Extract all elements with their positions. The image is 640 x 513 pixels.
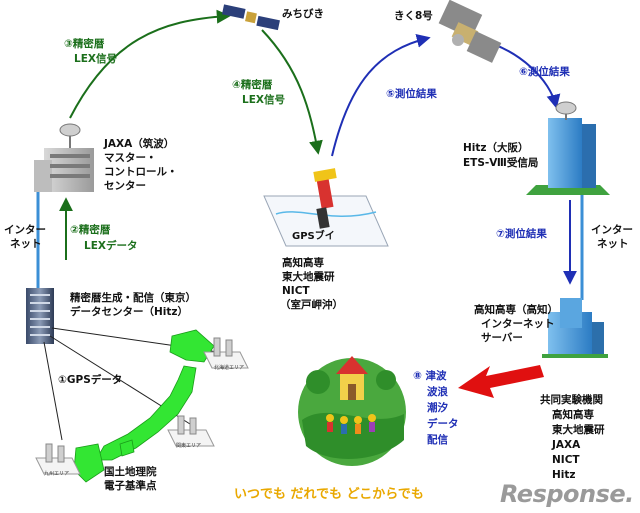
partners-heading: 共同実験機関 — [540, 394, 603, 406]
hitz-osaka-label-line1: Hitz（大阪） — [463, 142, 529, 154]
line-datacenter-kyushu — [43, 341, 63, 441]
partner-3: JAXA — [552, 439, 581, 451]
jaxa-label-line2: マスター・ — [104, 152, 157, 164]
internet-left-label-line1: インター — [4, 224, 46, 236]
step5-label: ⑤測位結果 — [386, 88, 437, 100]
michibiki-satellite-icon — [221, 4, 280, 31]
jaxa-label-line1: JAXA（筑波） — [104, 138, 175, 150]
step1-label: ①GPSデータ — [58, 374, 123, 386]
kochi-server-label-line1: 高知高専（高知） — [474, 304, 558, 316]
step4-label-line2: LEX信号 — [242, 94, 285, 106]
step8-label-tide: 潮汐 — [427, 402, 448, 414]
hitz-osaka-label-line2: ETS-Ⅷ受信局 — [463, 157, 539, 169]
slogan: いつでも だれでも どこからでも — [234, 487, 424, 502]
michibiki-label: みちびき — [282, 8, 324, 20]
jaxa-building-icon — [34, 123, 94, 192]
step8-label-data: データ — [427, 418, 459, 430]
reference-station-hokkaido-icon — [203, 337, 249, 369]
step6-label: ⑥測位結果 — [519, 66, 570, 78]
internet-right-label-line2: ネット — [597, 238, 629, 250]
reference-station-kyushu-icon — [35, 443, 81, 475]
step8-label-delivery: 配信 — [427, 434, 448, 446]
gps-buoy-label: GPSブイ — [292, 231, 335, 242]
partner-2: 東大地震研 — [552, 424, 605, 436]
buoy-org-line2: 東大地震研 — [282, 271, 335, 283]
step8-label-wave: 波浪 — [427, 386, 448, 398]
partner-4: NICT — [552, 454, 580, 466]
arrow-step8-red — [458, 365, 544, 398]
response-logo: Response. — [500, 480, 634, 508]
kochi-server-label-line2: インターネット — [481, 318, 555, 330]
kochi-server-label-line3: サーバー — [481, 332, 523, 344]
internet-right-label-line1: インター — [591, 224, 633, 236]
step4-label-line1: ④精密暦 — [232, 79, 273, 91]
jaxa-label-line4: センター — [104, 180, 146, 192]
step3-label-line1: ③精密暦 — [64, 38, 105, 50]
kochi-server-building-icon — [542, 298, 608, 358]
datacenter-label-line1: 精密暦生成・配信（東京） — [70, 292, 196, 304]
japan-map — [73, 329, 215, 483]
buoy-org-line1: 高知高専 — [282, 257, 324, 269]
jaxa-label-line3: コントロール・ — [104, 166, 178, 178]
step7-label: ⑦測位結果 — [496, 228, 547, 240]
datacenter-label-line2: データセンター（Hitz） — [70, 306, 189, 318]
step2-label-line2: LEXデータ — [84, 240, 138, 252]
kiku8-label: きく8号 — [394, 10, 433, 22]
buoy-org-line3: NICT — [282, 285, 310, 297]
step3-label-line2: LEX信号 — [74, 53, 117, 65]
step8-label-tsunami: ⑧ 津波 — [413, 370, 447, 382]
gps-buoy-icon — [263, 168, 389, 247]
arrow-step3 — [69, 9, 231, 119]
step2-label-line1: ②精密暦 — [70, 224, 111, 236]
partner-1: 高知高専 — [552, 409, 594, 421]
kiku8-satellite-icon — [438, 0, 502, 63]
reference-station-kanto-icon — [167, 415, 215, 447]
internet-left-label-line2: ネット — [10, 238, 42, 250]
area-kanto-label: 関東エリア — [176, 443, 202, 449]
arrow-step5 — [331, 33, 431, 157]
arrow-step4 — [261, 29, 323, 155]
area-hokkaido-label: 北海道エリア — [214, 365, 245, 371]
partner-5: Hitz — [552, 469, 576, 481]
datacenter-building-icon — [26, 288, 54, 344]
area-kyushu-label: 九州エリア — [44, 471, 70, 477]
gsi-label-line1: 国土地理院 — [104, 466, 157, 478]
gsi-label-line2: 電子基準点 — [104, 480, 157, 492]
earth-community-illustration — [298, 356, 406, 466]
buoy-org-line4: （室戸岬沖） — [280, 299, 343, 311]
hitz-osaka-building-icon — [526, 101, 610, 195]
